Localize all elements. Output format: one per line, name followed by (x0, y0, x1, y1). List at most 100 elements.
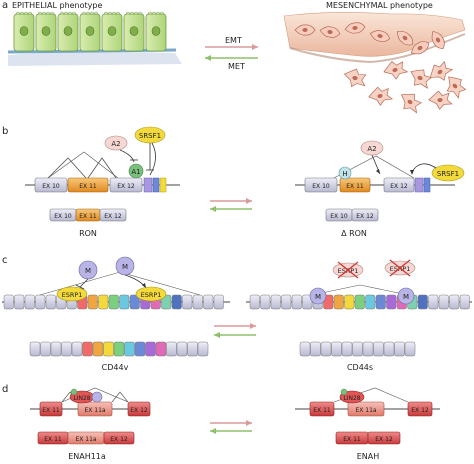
m-left-2-label: M (122, 263, 128, 271)
a1-label: A1 (131, 168, 140, 176)
m-right-2-label: M (403, 293, 409, 301)
cd44v-exon (92, 341, 104, 357)
panel-a-letter: a (2, 0, 8, 11)
panel-c-arrows (214, 323, 256, 338)
cd44s-exon (299, 341, 311, 357)
cd44v-exon (166, 341, 177, 357)
cd44s-exon (373, 341, 384, 357)
epithelial-tissue (7, 11, 182, 66)
epithelial-cell (145, 11, 167, 52)
epithelial-cell (57, 11, 79, 52)
cd44-exon (182, 294, 193, 310)
mesenchymal-cell (429, 61, 454, 81)
m-right-1-label: M (315, 293, 321, 301)
m-factor-right-1 (309, 287, 327, 305)
srsf1-right-label: SRSF1 (437, 170, 459, 178)
ron-mrna-ex12: EX 12 (104, 213, 122, 220)
cd44-exon (438, 294, 449, 310)
emt-label: EMT (225, 36, 242, 45)
cd44-exon (428, 294, 439, 310)
mesenchymal-cell (428, 90, 453, 110)
enah-gene-left: EX 11 EX 11a EX 12 LIN28 (30, 387, 151, 417)
cd44s-label: CD44s (347, 363, 373, 372)
delta-ron-mrna: EX 10 EX 12 Δ RON (325, 208, 379, 238)
srsf1-left-label: SRSF1 (139, 132, 161, 140)
cd44-exon (161, 294, 172, 310)
enah-mrna: EX 11 EX 12 ENAH (335, 431, 401, 461)
cd44v-exon (197, 341, 209, 357)
enah11a-mrna-ex12: EX 12 (110, 436, 128, 443)
esrp1-left-1 (56, 286, 88, 302)
mesenchymal-cell (446, 76, 467, 99)
cd44v-exon (145, 341, 156, 357)
cd44-exon (281, 294, 292, 310)
cd44v-exon (29, 341, 41, 357)
ron-mrna-ex11: EX 11 (79, 213, 97, 220)
mesenchymal-cell (410, 41, 430, 55)
cd44-exon (213, 294, 224, 310)
srsf1-factor-right (431, 164, 465, 182)
epithelial-label: EPITHELIAL phenotype (12, 1, 102, 10)
cd44s-exon (341, 341, 353, 357)
exon-12-right-label: EX 12 (390, 183, 408, 190)
lin28-left-label: LIN28 (73, 395, 90, 402)
epithelial-cell (101, 11, 123, 52)
mesenchymal-cell (369, 30, 391, 43)
enah11a-mrna-ex11: EX 11 (44, 436, 62, 443)
ron-gene-right: EX 10 EX 11 EX 12 H A2 SRSF1 (295, 140, 465, 193)
enah-gene-right: EX 11 EX 11a EX 12 LIN28 (295, 387, 440, 417)
cd44s-exon (383, 341, 395, 357)
cd44-gene-right: ESRP1 ESRP1 M M (246, 259, 472, 310)
enah11a-label: ENAH11a (68, 452, 106, 461)
cd44v-exon (124, 341, 135, 357)
cd44-exon (302, 294, 313, 310)
mesenchymal-cell (396, 31, 414, 46)
cd44-exon (459, 294, 470, 310)
cd44v-exon (113, 341, 125, 357)
enah-mrna-ex11: EX 11 (343, 436, 361, 443)
a2-right-label: A2 (367, 145, 376, 153)
cd44-exon (192, 294, 203, 310)
epithelial-cell (123, 11, 145, 52)
a2-left-label: A2 (111, 140, 120, 148)
enah-left-ex12: EX 12 (130, 407, 148, 414)
mesenchymal-cell (344, 22, 366, 34)
ron-label: RON (79, 229, 97, 238)
cd44-gene-left: M M ESRP1 ESRP1 (2, 256, 230, 310)
esrp1-right-2-label: ESRP1 (390, 265, 411, 273)
enah-mrna-ex12: EX 12 (375, 436, 393, 443)
exon-12-left (109, 177, 143, 193)
cd44v-exon (187, 341, 198, 357)
enah-right-ex11a: EX 11a (355, 407, 376, 414)
panel-d-letter: d (2, 384, 8, 395)
epithelial-cell (79, 11, 101, 52)
mesenchymal-cell (294, 24, 316, 36)
cd44-exon (333, 294, 344, 310)
mesenchymal-cell (383, 61, 409, 80)
ron-mrna-ex10: EX 10 (54, 213, 72, 220)
cd44v-exon (176, 341, 188, 357)
cd44v-exon (40, 341, 51, 357)
enah11a-mrna-ex11a: EX 11a (75, 436, 96, 443)
exon-10-right-label: EX 10 (312, 183, 330, 190)
ron-mrna: EX 10 EX 11 EX 12 RON (49, 208, 127, 238)
cd44-exon (203, 294, 214, 310)
h-label: H (342, 170, 347, 178)
cd44-exon (386, 294, 397, 310)
exon-12-left-label: EX 12 (117, 183, 135, 190)
enah-right-ex12: EX 12 (411, 407, 429, 414)
cd44-exon (35, 294, 46, 310)
exon-11-right-label: EX 11 (346, 183, 364, 190)
mesenchymal-cell (343, 68, 367, 88)
cd44-exon (291, 294, 302, 310)
mesenchymal-cell (431, 30, 445, 50)
cd44s-exon (362, 341, 374, 357)
m-factor-right-2 (397, 287, 415, 305)
cd44s-exon (310, 341, 321, 357)
cd44-exon (375, 294, 386, 310)
cd44-exon (45, 294, 56, 310)
mesenchymal-cell (410, 69, 432, 89)
delta-ron-label: Δ RON (341, 229, 367, 238)
cd44-exon (108, 294, 119, 310)
